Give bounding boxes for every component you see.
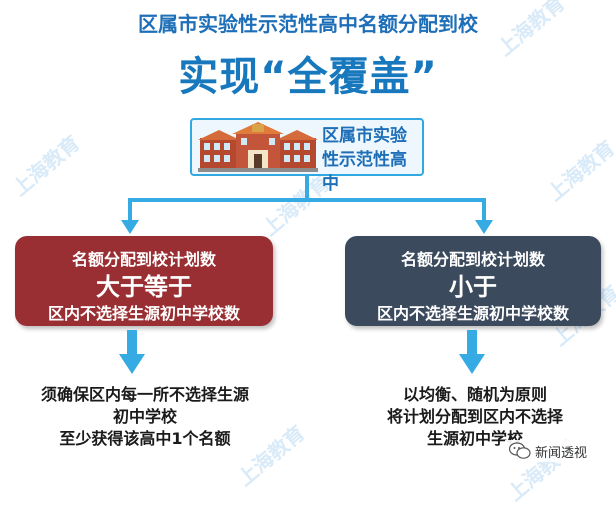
description-line: 将计划分配到区内不选择 bbox=[386, 407, 563, 426]
down-arrow-icon bbox=[459, 330, 485, 374]
card-heading: 名额分配到校计划数 bbox=[400, 250, 545, 269]
card-subject: 区内不选择生源初中学校数 bbox=[47, 304, 240, 323]
source-badge: 新闻透视 bbox=[505, 440, 592, 462]
school-box: 区属市实验性示范性高中 bbox=[190, 118, 424, 194]
connector-lines bbox=[121, 176, 493, 234]
card-comparison: 小于 bbox=[449, 273, 497, 301]
right-condition-card: 名额分配到校计划数 小于 区内不选择生源初中学校数 bbox=[345, 236, 601, 326]
description-line: 初中学校 bbox=[112, 407, 177, 426]
school-building-icon bbox=[198, 122, 318, 172]
card-comparison: 大于等于 bbox=[96, 273, 192, 301]
card-subject: 区内不选择生源初中学校数 bbox=[376, 304, 569, 323]
card-heading: 名额分配到校计划数 bbox=[71, 250, 216, 269]
description-line: 须确保区内每一所不选择生源 bbox=[40, 385, 249, 404]
description-line: 生源初中学校 bbox=[426, 429, 523, 448]
left-condition-card: 名额分配到校计划数 大于等于 区内不选择生源初中学校数 bbox=[15, 236, 273, 326]
page-title: 实现“全覆盖” bbox=[178, 54, 438, 100]
down-arrow-icon bbox=[119, 330, 145, 374]
left-description: 须确保区内每一所不选择生源 初中学校 至少获得该高中1个名额 bbox=[0, 384, 290, 450]
description-line: 以均衡、随机为原则 bbox=[402, 385, 547, 404]
subtitle: 区属市实验性示范性高中名额分配到校 bbox=[138, 12, 478, 36]
right-description: 以均衡、随机为原则 将计划分配到区内不选择 生源初中学校 bbox=[340, 384, 610, 450]
wechat-icon bbox=[509, 442, 531, 459]
source-label: 新闻透视 bbox=[535, 445, 588, 461]
description-line: 至少获得该高中1个名额 bbox=[59, 429, 231, 448]
school-label: 区属市实验性示范性高中 bbox=[322, 126, 407, 194]
